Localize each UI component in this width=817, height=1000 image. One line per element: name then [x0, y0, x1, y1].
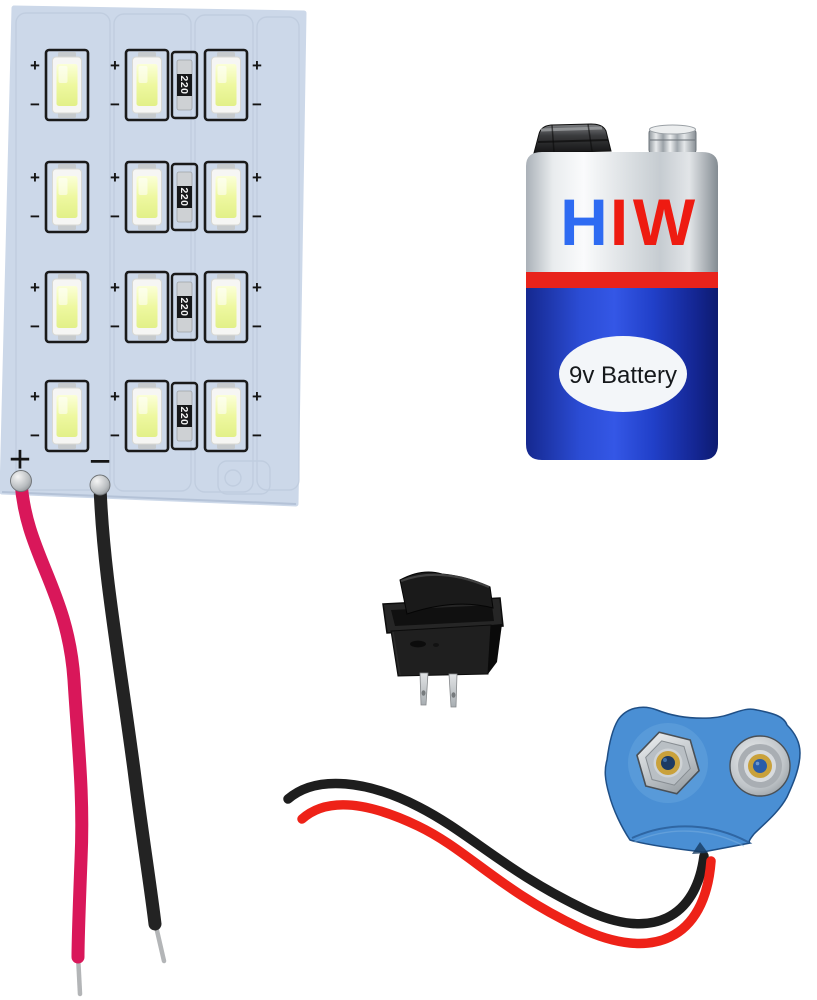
battery-label-text: 9v Battery: [569, 362, 677, 389]
switch-pins: [419, 672, 458, 708]
switch-body-side: [488, 624, 502, 674]
battery-label-oval: [559, 336, 687, 412]
panel-positive-label: +: [9, 439, 31, 481]
clip-round-terminal: [729, 735, 791, 797]
battery-snap-terminal: [533, 123, 612, 154]
rocker-switch: [382, 571, 504, 708]
battery-snap-connector: [604, 706, 801, 854]
brand-letter-h: H: [560, 185, 608, 259]
nine-volt-battery: H I W 9v Battery: [526, 123, 718, 460]
clip-black-wire: [283, 778, 709, 929]
clip-hex-terminal: [628, 723, 708, 803]
negative-solder-pad: [89, 474, 111, 496]
panel-negative-label: −: [89, 441, 111, 483]
led-panel: + − + − 220: [0, 5, 307, 507]
brand-letter-i: I: [610, 185, 628, 259]
positive-solder-pad: [10, 470, 32, 492]
battery-stud-terminal: [648, 124, 697, 155]
battery-chrome-body: [526, 152, 718, 273]
battery-red-stripe: [526, 272, 718, 288]
brand-letter-w: W: [633, 185, 696, 259]
pcb-seams: [15, 12, 300, 495]
panel-negative-wire: [93, 479, 162, 931]
panel-positive-wire: [14, 475, 89, 964]
battery-brand: H I W: [560, 185, 696, 259]
clip-red-wire: [297, 799, 716, 949]
